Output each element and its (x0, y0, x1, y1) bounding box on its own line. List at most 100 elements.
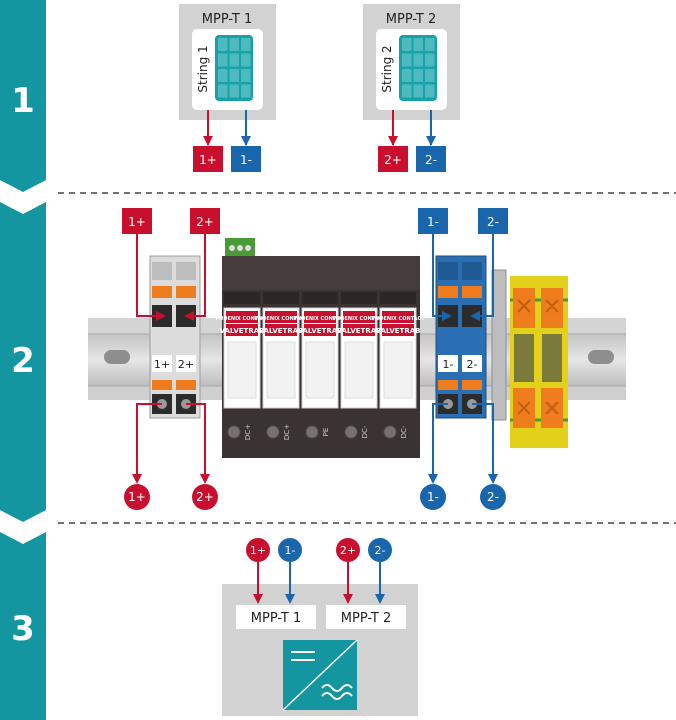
minus-tag-text: 2- (425, 153, 437, 167)
solar-panel-icon (399, 35, 437, 101)
pv-string-2: MPP-T 2 String 2 2+ 2- (363, 4, 460, 172)
screw-terminal (266, 425, 280, 439)
tag-text: 1- (285, 544, 296, 557)
spd-module: PHOENIX CONTACT VALVETRAB DC- (332, 292, 386, 439)
model-plate (304, 324, 336, 336)
spd-model-label: VALVETRAB (376, 327, 421, 335)
tag-1plus-in (122, 208, 152, 234)
tag-1minus-in (418, 208, 448, 234)
panel-frame (215, 35, 253, 101)
inverter-input-1-label: MPP-T 1 (251, 611, 301, 626)
spd-model-label: VALVETRAB (337, 327, 382, 335)
ground-terminal-blocks (510, 276, 568, 448)
spd-terminal-label: DC- (361, 425, 369, 438)
tag-text: 1+ (128, 490, 146, 504)
wire-2plus-in (192, 234, 206, 317)
mppt-label: MPP-T 2 (386, 12, 436, 27)
inverter-tag-2minus (368, 538, 392, 562)
panel-cell (402, 69, 412, 82)
pv-string-1: MPP-T 1 String 1 1+ 1- (179, 4, 276, 172)
spd-terminal-label: DC+ (283, 424, 291, 440)
panel-cell (229, 38, 239, 51)
remote-signal-connector (225, 238, 255, 258)
terminal-label-2minus: 2- (467, 358, 478, 371)
tag-text: 2+ (340, 544, 356, 557)
panel-cell (241, 53, 251, 67)
spd-model-label: VALVETRAB (298, 327, 343, 335)
screw-terminal (227, 425, 241, 439)
model-plate (265, 324, 297, 336)
spd-module: PHOENIX CONTACT VALVETRAB DC- (371, 292, 425, 439)
spd-model-label: VALVETRAB (220, 327, 265, 335)
plus-tag-text: 2+ (384, 153, 402, 167)
tag-text: 1- (427, 490, 439, 504)
inverter-input-2-label: MPP-T 2 (341, 611, 391, 626)
inverter-tag-2plus (336, 538, 360, 562)
panel-cell (218, 69, 228, 82)
wire-1minus-out (432, 403, 448, 478)
solar-panel-icon (215, 35, 253, 101)
panel-cell (425, 53, 435, 67)
plus-wire-arrow (203, 136, 213, 146)
dc-ac-converter-icon (282, 639, 358, 711)
model-plate (382, 324, 414, 336)
panel-cell (425, 69, 435, 82)
panel-cell (402, 84, 412, 98)
minus-tag (231, 146, 261, 172)
end-clamp (491, 269, 507, 421)
spd-terminal-label: DC+ (244, 424, 252, 440)
step-arrow-segment-1 (0, 0, 46, 192)
panel-cell (241, 84, 251, 98)
panel-cell (425, 84, 435, 98)
wire-2plus-out (186, 403, 206, 478)
inverter-input-1 (236, 605, 316, 629)
plus-tag-text: 1+ (199, 153, 217, 167)
tag-text: 2- (487, 215, 499, 229)
spd-brand-label: PHOENIX CONTACT (332, 316, 386, 322)
brand-plate (343, 311, 375, 323)
inverter: 1+ 1- 2+ 2- MPP-T 1 MPP-T 2 (222, 538, 418, 716)
brand-plate (265, 311, 297, 323)
spd-terminal-label: PE (322, 428, 330, 437)
panel-cell (229, 69, 239, 82)
spd-terminal-label: DC- (400, 425, 408, 438)
tag-text: 2- (375, 544, 386, 557)
brand-plate (382, 311, 414, 323)
terminal-label-1plus: 1+ (154, 358, 170, 371)
tag-text: 1- (427, 215, 439, 229)
string-label: String 1 (196, 45, 210, 92)
positive-terminal-blocks: 1+ 2+ (149, 255, 201, 419)
spd-brand-label: PHOENIX CONTACT (371, 316, 425, 322)
panel-cell (218, 38, 228, 51)
screw-terminal (305, 425, 319, 439)
panel-cell (218, 84, 228, 98)
panel-cell (229, 84, 239, 98)
wire-1minus-in (432, 234, 444, 317)
panel-cell (413, 53, 423, 67)
panel-cell (402, 38, 412, 51)
screw-terminal (344, 425, 358, 439)
step-number-2: 2 (11, 341, 35, 381)
panel-cell (218, 53, 228, 67)
inverter-tag-1plus (246, 538, 270, 562)
panel-cell (241, 69, 251, 82)
minus-tag (416, 146, 446, 172)
step-number-1: 1 (11, 81, 35, 121)
negative-terminal-blocks: 1- 2- (435, 255, 487, 419)
tag-text: 1+ (250, 544, 266, 557)
wire-2minus-in (478, 234, 494, 317)
panel-cell (229, 53, 239, 67)
tag-2plus-in (190, 208, 220, 234)
panel-cell (413, 84, 423, 98)
combiner-assembly: 1+ 2+ PHOENIX CONTACTVALVETRABDC+PHOENIX… (88, 208, 626, 510)
tag-text: 2+ (196, 215, 214, 229)
panel-frame (399, 35, 437, 101)
tag-2minus-in (478, 208, 508, 234)
brand-plate (226, 311, 258, 323)
mppt-label: MPP-T 1 (202, 12, 252, 27)
inverter-input-2 (326, 605, 406, 629)
combiner-output-tags: 1+ 2+ 1- 2- (124, 403, 506, 510)
